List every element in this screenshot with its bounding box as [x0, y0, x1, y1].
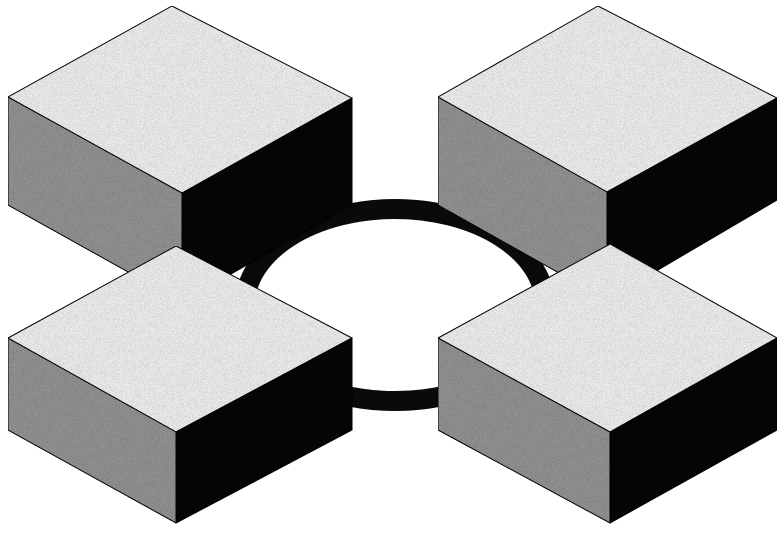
isometric-blocks-diagram	[0, 0, 777, 533]
